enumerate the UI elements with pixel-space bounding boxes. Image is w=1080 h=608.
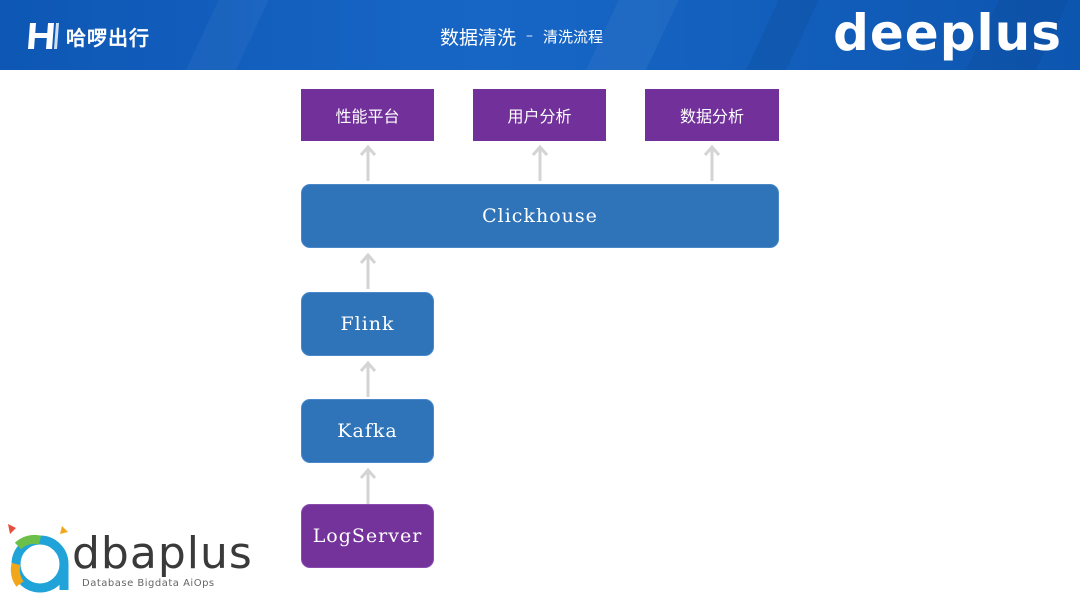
dbaplus-logo-icon [8,524,69,593]
header-bar: 哈啰出行 数据清洗 – 清洗流程 deeplus [0,0,1080,70]
up-arrow-icon [359,144,377,181]
node-flink: Flink [301,292,434,356]
up-arrow-icon [359,252,377,289]
title-separator: – [526,28,534,44]
node-user-analysis: 用户分析 [473,89,606,141]
up-arrow-icon [359,360,377,397]
node-performance-platform: 性能平台 [301,89,434,141]
hellobike-brand-text: 哈啰出行 [66,25,150,50]
deeplus-logo: deeplus [833,4,1062,62]
node-data-analysis: 数据分析 [645,89,779,141]
hellobike-h-icon [28,23,59,49]
header-decoration [176,0,274,70]
dbaplus-tagline: Database Bigdata AiOps [82,578,215,589]
up-arrow-icon [531,144,549,181]
hellobike-logo: 哈啰出行 [26,20,150,52]
header-decoration [736,0,824,70]
page-title: 数据清洗 – 清洗流程 [440,22,603,50]
title-main: 数据清洗 [440,26,517,49]
node-logserver: LogServer [301,504,434,568]
up-arrow-icon [359,467,377,504]
title-subtitle: 清洗流程 [543,27,604,46]
dbaplus-wordmark: dbaplus [72,528,253,579]
node-kafka: Kafka [301,399,434,463]
node-clickhouse: Clickhouse [301,184,779,248]
up-arrow-icon [703,144,721,181]
